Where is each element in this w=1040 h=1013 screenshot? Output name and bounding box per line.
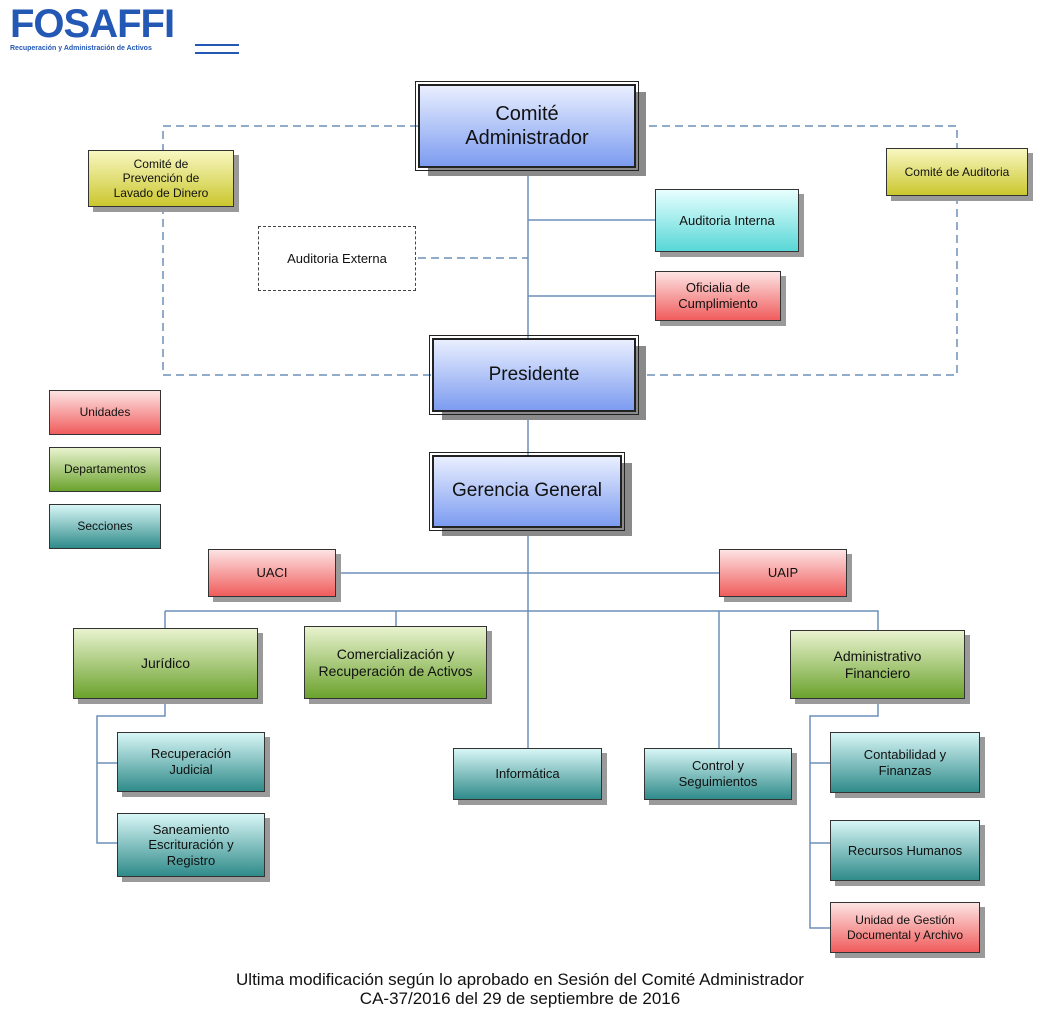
node-comercializacion: Comercialización y Recuperación de Activ… [304, 626, 487, 699]
logo-name: FOSAFFI [10, 2, 175, 46]
legend-label: Secciones [77, 519, 133, 534]
node-presidente: Presidente [429, 335, 639, 415]
logo-tagline: Recuperación y Administración de Activos [10, 45, 152, 52]
node-control-seguimientos: Control y Seguimientos [644, 748, 792, 800]
node-label: Informática [495, 766, 560, 782]
footer-line-2: CA-37/2016 del 29 de septiembre de 2016 [359, 989, 681, 1008]
node-oficialia-cumplimiento: Oficialia de Cumplimiento [655, 271, 781, 321]
node-auditoria-externa: Auditoria Externa [258, 226, 416, 291]
node-label: Comercialización y Recuperación de Activ… [318, 645, 473, 679]
node-label: UAIP [767, 565, 799, 581]
node-label: Presidente [488, 363, 580, 385]
node-comite-prevencion: Comité de Prevención de Lavado de Dinero [88, 150, 234, 207]
node-saneamiento: Saneamiento Escrituración y Registro [117, 813, 265, 877]
node-auditoria-interna: Auditoria Interna [655, 189, 799, 252]
node-label: Comité de Prevención de Lavado de Dinero [113, 156, 209, 200]
node-gerencia-general: Gerencia General [429, 452, 625, 531]
node-label: Control y Seguimientos [678, 758, 758, 789]
node-gestion-documental: Unidad de Gestión Documental y Archivo [830, 902, 980, 953]
fosaffi-logo: FOSAFFI Recuperación y Administración de… [10, 2, 175, 52]
node-recuperacion-judicial: Recuperación Judicial [117, 732, 265, 792]
node-comite-auditoria: Comité de Auditoria [886, 148, 1028, 196]
node-label: Comité Administrador [465, 103, 589, 149]
legend-label: Unidades [79, 405, 131, 420]
node-label: Administrativo Financiero [833, 647, 922, 681]
footer-line-1: Ultima modificación según lo aprobado en… [236, 970, 804, 989]
legend-secciones: Secciones [49, 504, 161, 549]
node-uaip: UAIP [719, 549, 847, 597]
node-juridico: Jurídico [73, 628, 258, 699]
node-informatica: Informática [453, 748, 602, 800]
legend-departamentos: Departamentos [49, 447, 161, 492]
node-label: Recuperación Judicial [150, 746, 232, 777]
node-label: Contabilidad y Finanzas [863, 746, 947, 778]
node-label: UACI [256, 565, 288, 581]
node-label: Jurídico [140, 655, 191, 672]
node-comite-administrador: Comité Administrador [415, 81, 639, 171]
legend-label: Departamentos [63, 462, 147, 477]
node-recursos-humanos: Recursos Humanos [830, 820, 980, 881]
node-uaci: UACI [208, 549, 336, 597]
node-label: Auditoria Interna [679, 212, 775, 228]
node-label: Gerencia General [452, 480, 602, 502]
footer-note: Ultima modificación según lo aprobado en… [0, 970, 1040, 1008]
node-label: Comité de Auditoria [904, 164, 1010, 179]
node-label: Saneamiento Escrituración y Registro [148, 821, 234, 868]
legend-unidades: Unidades [49, 390, 161, 435]
node-label: Auditoria Externa [287, 250, 387, 266]
node-label: Unidad de Gestión Documental y Archivo [846, 913, 964, 942]
node-administrativo-financiero: Administrativo Financiero [790, 630, 965, 699]
node-contabilidad: Contabilidad y Finanzas [830, 732, 980, 793]
node-label: Recursos Humanos [847, 842, 963, 858]
logo-underline-icon [195, 44, 239, 54]
node-label: Oficialia de Cumplimiento [678, 280, 758, 311]
